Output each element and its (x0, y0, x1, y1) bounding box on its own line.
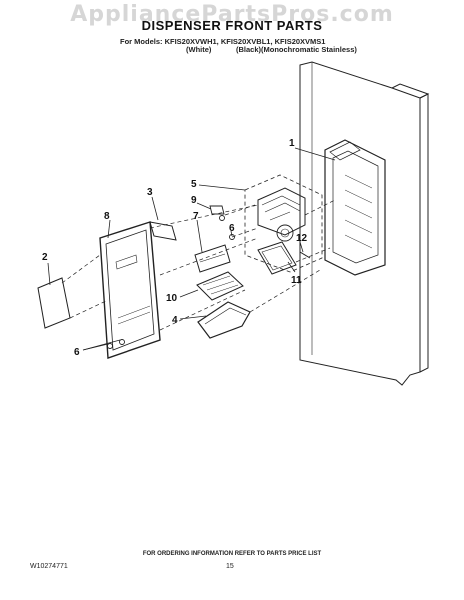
callout-10: 10 (166, 293, 178, 304)
callout-6-right: 6 (229, 223, 235, 234)
part-4-tray (197, 301, 251, 339)
page-title: DISPENSER FRONT PARTS (141, 18, 323, 33)
part-5-dashed-box (244, 174, 323, 273)
callout-1: 1 (289, 138, 295, 149)
part-5-assembly (257, 187, 306, 236)
callout-2: 2 (42, 252, 48, 263)
callout-8: 8 (104, 211, 110, 222)
part-6-screw-left-a (107, 343, 113, 349)
color-black-ms-label: (Black)(Monochromatic Stainless) (236, 45, 357, 54)
part-1-inner (332, 150, 379, 264)
door-edge-right (419, 93, 429, 373)
part-9-clip (209, 205, 225, 215)
ordering-note: FOR ORDERING INFORMATION REFER TO PARTS … (142, 551, 322, 557)
part-10-grille (196, 271, 244, 301)
part-8-bezel-inner (105, 229, 155, 351)
callout-3: 3 (147, 187, 153, 198)
part-2-panel (37, 277, 71, 329)
callout-4: 4 (172, 315, 178, 326)
document-number: W10274771 (30, 563, 68, 570)
door-panel (299, 61, 421, 386)
callout-12: 12 (296, 233, 308, 244)
callout-7: 7 (193, 211, 199, 222)
part-1-top (329, 141, 361, 161)
callout-5: 5 (191, 179, 197, 190)
part-1-housing (324, 139, 386, 276)
part-9-screw (219, 215, 225, 221)
callout-11: 11 (291, 275, 302, 286)
models-line: For Models: KFIS20XVWH1, KFIS20XVBL1, KF… (120, 37, 326, 46)
part-5-knob (276, 224, 294, 242)
part-1-ribs (344, 174, 373, 249)
part-12-screw (299, 251, 311, 259)
part-7-bracket (194, 244, 231, 273)
part-6-screw-left-b (119, 339, 125, 345)
part-8-bezel-outer (99, 221, 161, 359)
part-8-slot (115, 254, 138, 270)
watermark-text: AppliancePartsPros.com (70, 2, 394, 27)
part-3-plate (149, 221, 177, 241)
part-5-detail (261, 195, 301, 221)
callout-6-left: 6 (74, 347, 80, 358)
color-white-label: (White) (186, 45, 212, 54)
page-number: 15 (226, 563, 234, 570)
part-11-pad (257, 241, 297, 275)
callout-9: 9 (191, 195, 197, 206)
